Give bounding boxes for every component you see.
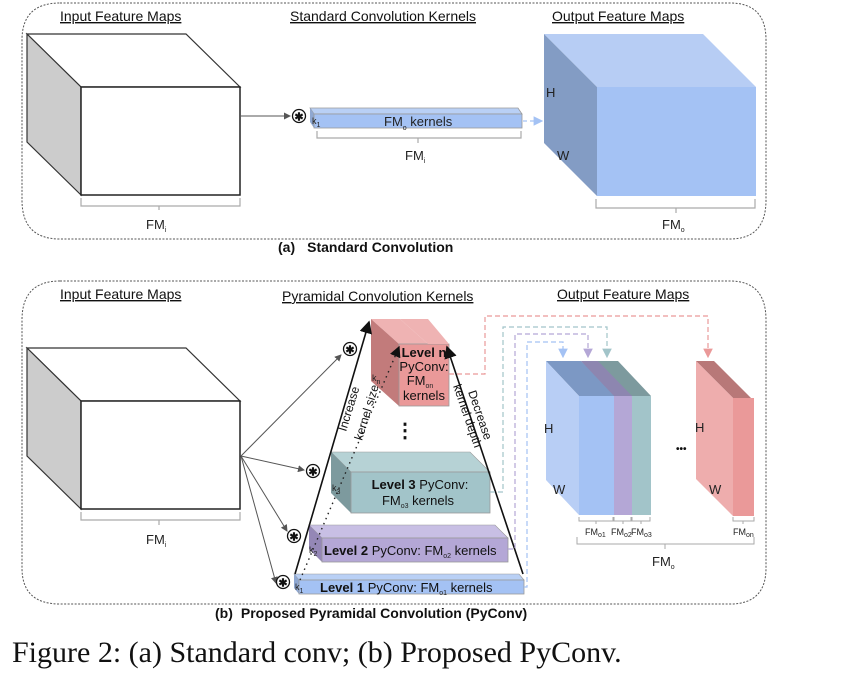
kernel-depth-brace xyxy=(316,131,522,143)
header-input-feature-maps-b: Input Feature Maps xyxy=(60,286,181,302)
input-fm-label: FMi xyxy=(146,217,167,234)
panel-b: Input Feature Maps Pyramidal Convolution… xyxy=(21,280,767,621)
output-brace xyxy=(595,199,756,213)
conv-operators-b: ✱ ✱ ✱ ✱ xyxy=(275,341,358,590)
panel-b-border xyxy=(21,280,767,605)
level-1-kernel xyxy=(293,573,525,595)
level-2-kernel xyxy=(308,524,509,563)
output-w-label: W xyxy=(557,148,570,163)
level-n-kernel xyxy=(371,319,450,407)
level-2-label: Level 2 PyConv: FMo2 kernels xyxy=(324,543,497,560)
map-n-h-label: H xyxy=(695,420,704,435)
level-1-k-label: k1 xyxy=(295,582,304,595)
output-h-label: H xyxy=(546,85,555,100)
figure-caption: Figure 2: (a) Standard conv; (b) Propose… xyxy=(12,636,622,669)
level-3-label-line2: FMo3 kernels xyxy=(382,493,455,510)
conv-operator-icon xyxy=(342,341,358,357)
horizontal-ellipsis: ••• xyxy=(676,444,687,455)
input-fan-arrows xyxy=(240,354,342,584)
output-feature-cube xyxy=(544,34,756,196)
level-n-pyconv: PyConv: xyxy=(399,359,448,374)
vertical-ellipsis: ⋮ xyxy=(395,420,415,442)
input-feature-cube-b xyxy=(25,346,242,511)
fm-o2-label: FMo2 xyxy=(611,527,632,539)
conv-operator-icon xyxy=(305,463,321,479)
decrease-kernel-depth-arrow xyxy=(444,345,524,575)
fmo-kernels-label: FMo kernels xyxy=(384,114,453,132)
header-standard-conv-kernels: Standard Convolution Kernels xyxy=(290,8,476,24)
fm-on-label: FMon xyxy=(733,527,754,539)
conv-operator-icon xyxy=(275,574,291,590)
fm-o1-label: FMo1 xyxy=(585,527,606,539)
kernel-depth-label: FMi xyxy=(405,148,426,165)
conv-operator-icon xyxy=(286,528,302,544)
level-n-kernels: kernels xyxy=(403,388,445,403)
panel-a-border xyxy=(21,2,767,240)
stack-w-label: W xyxy=(553,482,566,497)
header-output-feature-maps-b: Output Feature Maps xyxy=(557,286,689,302)
level-n-fm: FMon xyxy=(407,373,434,390)
level-2-k-label: k2 xyxy=(309,545,318,558)
input-feature-cube xyxy=(25,32,242,197)
panel-a: Input Feature Maps Standard Convolution … xyxy=(21,2,767,255)
conv-asterisk-icon: ✱ xyxy=(294,112,303,124)
level-3-kernel xyxy=(330,451,491,514)
kernel-k1-label: k1 xyxy=(312,116,321,129)
output-braces xyxy=(576,517,755,549)
level-n-k-label: kn xyxy=(372,373,381,386)
level-n-title: Level n xyxy=(402,345,447,360)
conv-asterisk-icon: ✱ xyxy=(345,345,354,357)
kernel-size-dotted-arrow xyxy=(299,345,401,581)
conv-operator-icon xyxy=(291,108,307,124)
header-input-feature-maps: Input Feature Maps xyxy=(60,8,181,24)
output-level-n-map xyxy=(696,361,754,516)
header-output-feature-maps: Output Feature Maps xyxy=(552,8,684,24)
stack-h-label: H xyxy=(544,421,553,436)
map-n-w-label: W xyxy=(709,482,722,497)
standard-kernel-bar xyxy=(309,107,523,129)
connector-level-1 xyxy=(524,341,568,588)
input-brace xyxy=(80,198,241,210)
output-stack xyxy=(546,361,651,515)
level-3-k-label: k3 xyxy=(332,483,341,496)
header-pyramidal-conv-kernels: Pyramidal Convolution Kernels xyxy=(282,288,473,304)
output-fm-label: FMo xyxy=(662,217,685,234)
panel-b-caption: (b)Proposed Pyramidal Convolution (PyCon… xyxy=(215,605,527,621)
input-fm-label-b: FMi xyxy=(146,532,167,549)
level-1-label: Level 1 PyConv: FMo1 kernels xyxy=(320,580,493,597)
input-brace-b xyxy=(80,512,241,525)
connector-level-3 xyxy=(490,326,612,493)
connector-level-2 xyxy=(508,333,593,550)
fm-o-total-label: FMo xyxy=(652,554,675,571)
conv-asterisk-icon: ✱ xyxy=(289,532,298,544)
level-3-label-line1: Level 3 PyConv: xyxy=(372,477,469,492)
fm-o3-label: FMo3 xyxy=(631,527,652,539)
conv-asterisk-icon: ✱ xyxy=(278,578,287,590)
conv-asterisk-icon: ✱ xyxy=(308,467,317,479)
connector-level-n xyxy=(449,315,713,375)
panel-a-caption: (a)Standard Convolution xyxy=(278,239,453,255)
increase-kernel-size-arrow xyxy=(294,320,372,575)
